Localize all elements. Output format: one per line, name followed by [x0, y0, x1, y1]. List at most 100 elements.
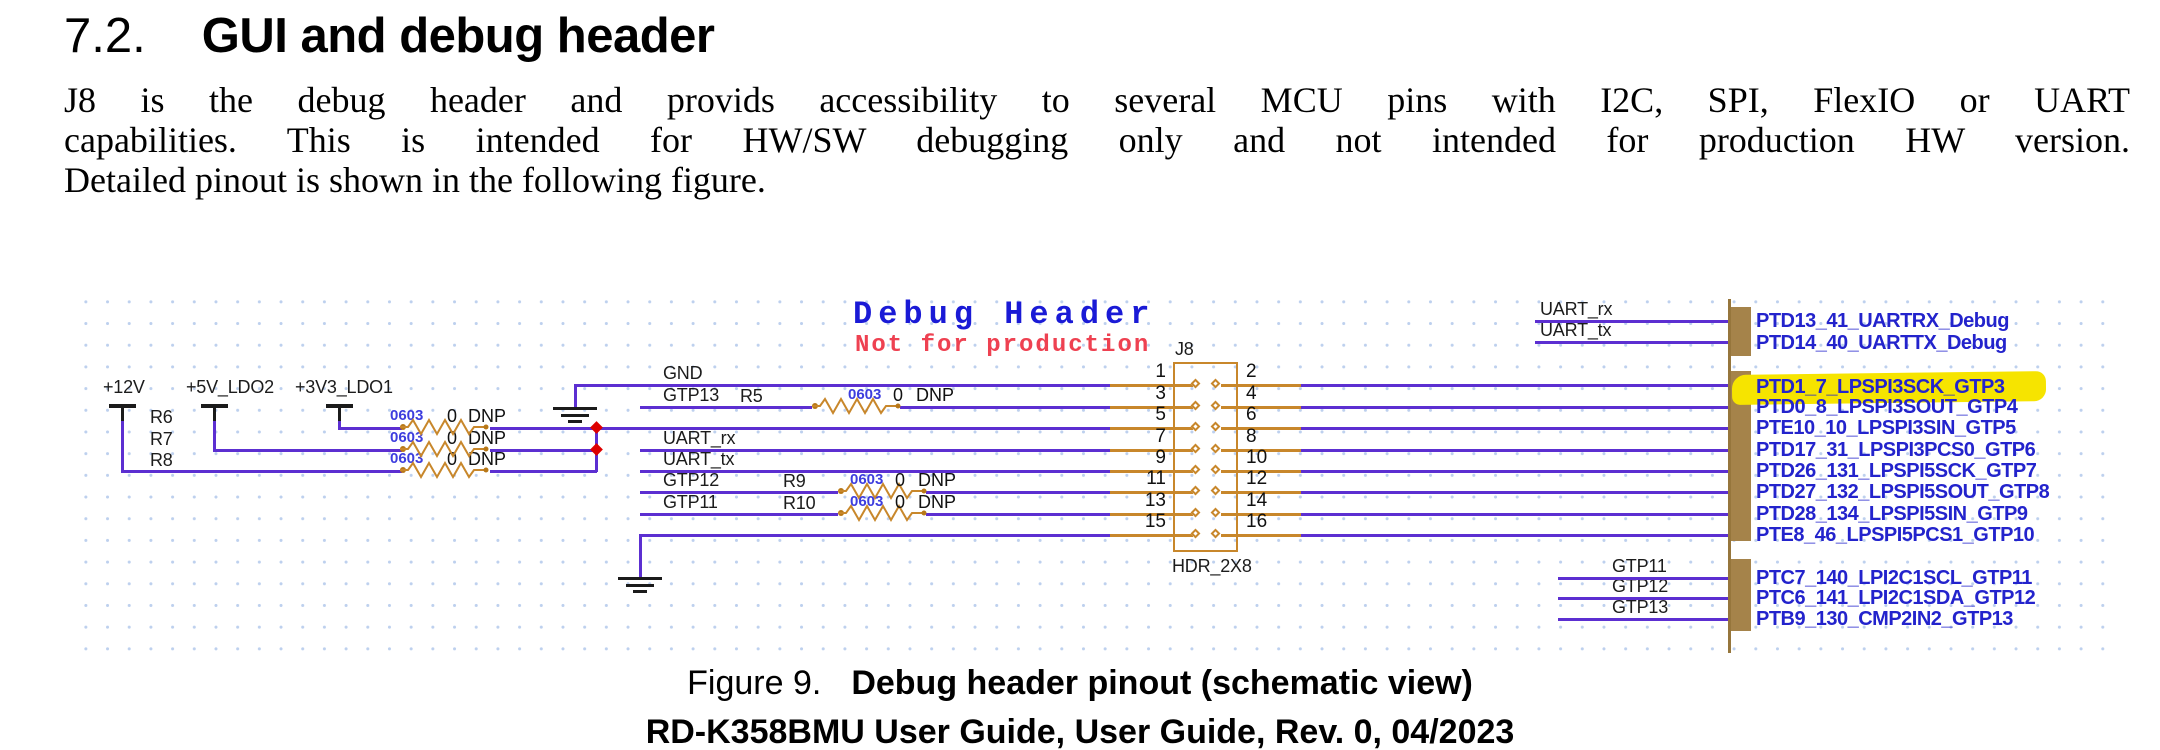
mcu-pin-label: PTD14_40_UARTTX_Debug	[1756, 332, 2007, 354]
mcu-pin-label: PTD26_131_LPSPI5SCK_GTP7	[1756, 460, 2037, 482]
wire	[1301, 534, 1730, 537]
pin-stub	[1221, 491, 1302, 494]
net-label: UART_rx	[1540, 299, 1613, 319]
mcu-pin-label: PTC6_141_LPI2C1SDA_GTP12	[1756, 587, 2036, 609]
power-flag-stem	[213, 404, 216, 423]
power-flag-stem	[338, 404, 341, 423]
wire	[639, 534, 642, 577]
wire	[926, 513, 1110, 516]
wire	[640, 470, 1110, 473]
mcu-pin-label: PTE10_10_LPSPI3SIN_GTP5	[1756, 417, 2016, 439]
mcu-pin-label: PTC7_140_LPI2C1SCL_GTP11	[1756, 567, 2032, 589]
resistor-ref: R5	[740, 386, 763, 406]
pin-number: 9	[1155, 447, 1166, 468]
section-heading: 7.2. GUI and debug header	[64, 8, 715, 64]
resistor-note: DNP	[468, 406, 507, 426]
resistor-footprint: 0603	[848, 386, 882, 403]
wire	[1301, 470, 1730, 473]
mcu-pin-label: PTD0_8_LPSPI3SOUT_GTP4	[1756, 396, 2018, 418]
wire	[900, 406, 1110, 409]
figure-caption: Figure 9.Debug header pinout (schematic …	[0, 664, 2160, 703]
resistor-note: DNP	[916, 385, 955, 405]
net-label: GTP13	[1612, 597, 1669, 617]
wire	[1558, 618, 1731, 621]
schematic-title: Debug Header	[853, 296, 1156, 333]
resistor-footprint: 0603	[850, 493, 884, 510]
pin-number: 11	[1146, 468, 1166, 489]
wire	[640, 491, 838, 494]
pin-number: 3	[1155, 383, 1166, 404]
pin-stub	[1221, 470, 1302, 473]
wire	[1535, 341, 1731, 344]
wire	[640, 534, 1110, 537]
net-label: UART_rx	[663, 428, 736, 448]
wire	[1301, 427, 1730, 430]
wire	[1301, 384, 1730, 387]
pin-stub	[1110, 534, 1193, 537]
pin-stub	[1221, 513, 1302, 516]
wire	[1558, 577, 1731, 580]
wire	[121, 421, 124, 472]
resistor-footprint: 0603	[390, 407, 424, 424]
pin-stub	[1221, 406, 1302, 409]
connector-ref: J8	[1175, 339, 1194, 359]
resistor-note: DNP	[468, 449, 507, 469]
resistor-symbol	[400, 418, 489, 436]
ground-symbol	[553, 407, 597, 410]
resistor-ref: R9	[783, 471, 806, 491]
mcu-pin-label: PTE8_46_LPSPI5PCS1_GTP10	[1756, 524, 2035, 546]
pin-stub	[1110, 449, 1193, 452]
net-label: UART_tx	[663, 449, 735, 469]
wire	[490, 427, 1110, 430]
ground-symbol	[568, 420, 582, 423]
pin-stub	[1221, 427, 1302, 430]
wire	[490, 470, 597, 473]
resistor-symbol	[812, 397, 901, 415]
connector-part: HDR_2X8	[1172, 556, 1252, 576]
pin-number: 4	[1246, 383, 1257, 404]
schematic-warning: Not for production	[855, 332, 1151, 359]
ground-symbol	[633, 590, 647, 593]
net-label: GTP11	[663, 492, 718, 512]
net-label: GTP12	[1612, 576, 1669, 596]
pin-stub	[1221, 534, 1302, 537]
paragraph-line: capabilities. This is intended for HW/SW…	[64, 120, 2130, 160]
bus-line	[1728, 299, 1731, 653]
net-label: GTP12	[663, 470, 720, 490]
net-label: GTP11	[1612, 556, 1667, 576]
wire	[926, 491, 1110, 494]
pin-stub	[1110, 491, 1193, 494]
power-rail-label: +5V_LDO2	[186, 377, 274, 397]
pin-number: 8	[1246, 426, 1257, 447]
section-title: GUI and debug header	[201, 9, 715, 63]
resistor-value: 0	[893, 385, 904, 405]
pin-number: 2	[1246, 361, 1257, 382]
figure-caption-text: Debug header pinout (schematic view)	[851, 664, 1473, 702]
pin-stub	[1110, 406, 1193, 409]
resistor-ref: R8	[150, 450, 173, 470]
resistor-note: DNP	[918, 470, 957, 490]
power-flag-stem	[121, 404, 124, 423]
wire	[1301, 406, 1730, 409]
pin-number: 14	[1246, 490, 1268, 511]
resistor-value: 0	[447, 406, 458, 426]
bus-bar	[1731, 307, 1751, 356]
wire	[640, 449, 1110, 452]
wire	[574, 384, 1110, 387]
resistor-footprint: 0603	[390, 450, 424, 467]
pin-stub	[1221, 449, 1302, 452]
pin-number: 10	[1246, 447, 1268, 468]
paragraph-line: J8 is the debug header and provids acces…	[64, 80, 2130, 120]
pin-number: 7	[1155, 426, 1166, 447]
pin-stub	[1110, 384, 1193, 387]
wire	[213, 449, 402, 452]
wire	[574, 384, 577, 408]
mcu-pin-label: PTD17_31_LPSPI3PCS0_GTP6	[1756, 439, 2036, 461]
resistor-symbol	[400, 461, 489, 479]
wire	[640, 513, 838, 516]
resistor-symbol	[400, 440, 489, 458]
pin-number: 16	[1246, 511, 1268, 532]
mcu-pin-label: PTD13_41_UARTRX_Debug	[1756, 310, 2009, 332]
power-rail-label: +12V	[103, 377, 145, 397]
